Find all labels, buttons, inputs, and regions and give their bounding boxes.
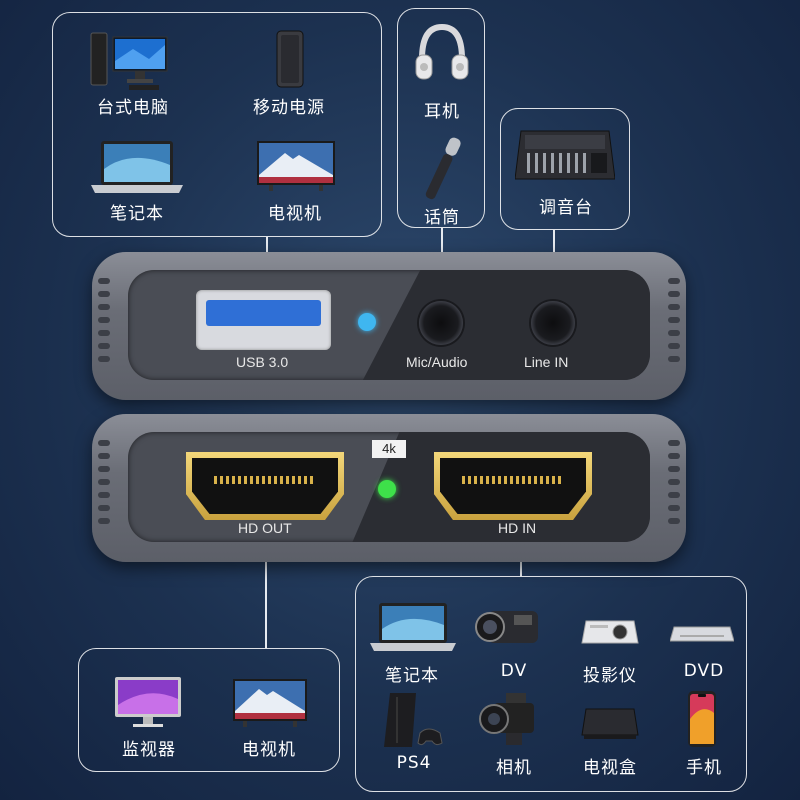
cooling-fins-right	[668, 278, 680, 369]
label-desktop: 台式电脑	[97, 98, 169, 118]
hdmi-in-port[interactable]	[434, 452, 592, 520]
label-power-bank: 移动电源	[253, 98, 325, 118]
laptop-icon	[370, 601, 456, 653]
label-monitor: 监视器	[122, 740, 176, 760]
capture-device-top: USB 3.0 Mic/Audio Line IN	[92, 252, 686, 400]
camcorder-icon	[474, 605, 544, 649]
top-port-face: USB 3.0 Mic/Audio Line IN	[128, 270, 650, 380]
status-led-blue	[358, 313, 376, 331]
label-microphone: 话筒	[424, 208, 460, 228]
desktop-computer-icon	[89, 31, 175, 93]
projector-icon	[580, 613, 640, 649]
label-smartphone: 手机	[686, 758, 722, 778]
label-hd-out: HD OUT	[238, 520, 292, 536]
audio-output-panel: 耳机 话筒	[397, 8, 485, 228]
tv-icon	[231, 677, 309, 729]
mixer-panel: 调音台	[500, 108, 630, 230]
capture-device-bottom: HD OUT 4k HD IN	[92, 414, 686, 562]
source-input-panel: 笔记本 DV 投影仪 DVD PS4	[355, 576, 747, 792]
cooling-fins-right-bottom	[668, 440, 680, 531]
tv-icon	[255, 139, 337, 193]
label-camera: 相机	[496, 758, 532, 778]
power-bank-icon	[275, 29, 305, 89]
headphones-icon	[414, 23, 470, 83]
mic-audio-jack[interactable]	[419, 301, 463, 345]
label-tv-box: 电视盒	[583, 758, 637, 778]
smartphone-icon	[686, 689, 718, 749]
label-laptop-input: 笔记本	[385, 666, 439, 686]
microphone-icon	[420, 131, 464, 205]
monitor-icon	[113, 675, 183, 729]
game-console-icon	[380, 689, 446, 751]
label-mic-audio: Mic/Audio	[406, 354, 468, 370]
camera-icon	[476, 689, 542, 749]
status-led-green	[378, 480, 396, 498]
label-game-console: PS4	[396, 753, 432, 773]
label-headphones: 耳机	[424, 102, 460, 122]
hdmi-out-port[interactable]	[186, 452, 344, 520]
label-laptop: 笔记本	[110, 204, 164, 224]
label-mixer: 调音台	[539, 198, 593, 218]
label-tv-output: 电视机	[242, 740, 296, 760]
cooling-fins-left	[98, 278, 110, 369]
resolution-badge: 4k	[372, 440, 406, 458]
label-dvd: DVD	[683, 661, 725, 681]
connector-line-hdout	[265, 500, 267, 648]
mixer-console-icon	[514, 125, 616, 185]
label-tv: 电视机	[268, 204, 322, 224]
usb-port[interactable]	[196, 290, 331, 350]
bottom-port-face: HD OUT 4k HD IN	[128, 432, 650, 542]
laptop-icon	[91, 139, 183, 195]
label-hd-in: HD IN	[498, 520, 537, 536]
tv-box-icon	[580, 705, 640, 743]
dvd-player-icon	[669, 623, 735, 647]
label-camcorder: DV	[500, 661, 528, 681]
label-projector: 投影仪	[583, 666, 637, 686]
label-usb: USB 3.0	[236, 354, 289, 370]
label-line-in: Line IN	[524, 354, 569, 370]
line-in-jack[interactable]	[531, 301, 575, 345]
display-output-panel: 监视器 电视机	[78, 648, 340, 772]
source-devices-panel: 台式电脑 移动电源 笔记本 电视机	[52, 12, 382, 237]
cooling-fins-left-bottom	[98, 440, 110, 531]
